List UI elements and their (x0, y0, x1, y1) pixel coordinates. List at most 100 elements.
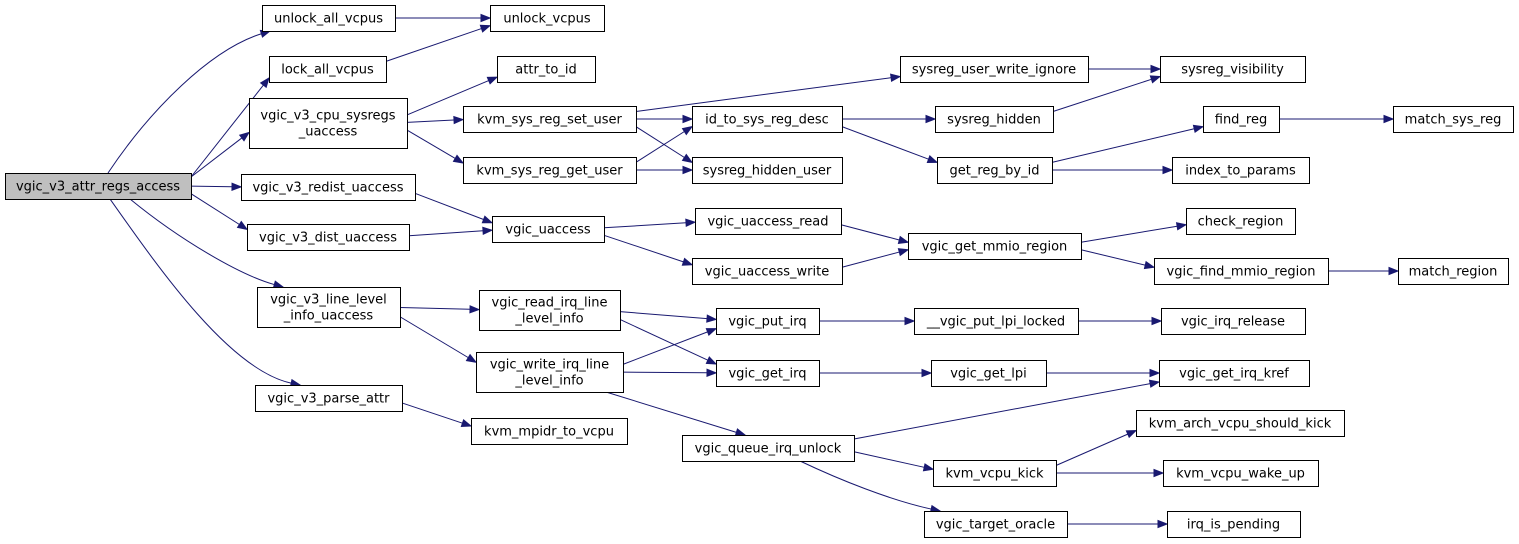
node-match-region[interactable]: match_region (1398, 258, 1509, 285)
edge-write_irq_line-to-vgic_get_irq (622, 368, 718, 378)
edge-line (841, 126, 929, 160)
node-label: vgic_put_irq (728, 315, 806, 330)
node-unlock-vcpus[interactable]: unlock_vcpus (490, 5, 605, 32)
node-vgic-uaccess-write[interactable]: vgic_uaccess_write (692, 258, 843, 285)
node-sysreg-visibility[interactable]: sysreg_visibility (1160, 56, 1306, 83)
arrowhead (236, 220, 249, 231)
arrowhead (681, 153, 694, 164)
node-box (1398, 258, 1509, 285)
node-sysreg-hidden[interactable]: sysreg_hidden (935, 106, 1054, 133)
arrowhead (231, 182, 243, 191)
node-box (682, 435, 855, 462)
edge-vgic_get_lpi-to-vgic_get_irq_kref (1046, 368, 1161, 378)
node-box (1136, 410, 1345, 437)
node-find-reg[interactable]: find_reg (1203, 106, 1280, 133)
arrowhead (460, 419, 473, 428)
node-label: match_sys_reg (1405, 113, 1502, 128)
node-box (471, 418, 628, 445)
arrowhead (897, 235, 910, 244)
node-box (692, 106, 843, 133)
edge-line (840, 224, 900, 241)
edge-get_reg_by_id-to-index_to_params (1052, 165, 1174, 175)
edge-line (619, 318, 709, 361)
node-vgic-find-mmio-region[interactable]: vgic_find_mmio_region (1154, 258, 1329, 285)
arrowhead (1157, 519, 1169, 529)
node-queue-irq-unlock[interactable]: vgic_queue_irq_unlock (682, 435, 855, 462)
node-vgic-get-irq-kref[interactable]: vgic_get_irq_kref (1159, 360, 1310, 387)
node-kvm-sys-reg-get-user[interactable]: kvm_sys_reg_get_user (463, 157, 637, 184)
arrowhead (705, 356, 718, 365)
node-label: vgic_uaccess_read (707, 215, 828, 230)
node-label: lock_all_vcpus (281, 63, 374, 78)
node-put-lpi-locked[interactable]: __vgic_put_lpi_locked (914, 308, 1079, 335)
node-parse-attr[interactable]: vgic_v3_parse_attr (255, 385, 403, 412)
node-kvm-mpidr-to-vcpu[interactable]: kvm_mpidr_to_vcpu (471, 418, 628, 445)
node-kvm-sys-reg-set-user[interactable]: kvm_sys_reg_set_user (463, 106, 637, 133)
edge-line (190, 185, 233, 188)
node-box (497, 56, 596, 83)
edges-layer (107, 13, 1400, 529)
edge-line (399, 306, 471, 310)
arrowhead (481, 215, 494, 224)
arrowhead (1151, 316, 1163, 326)
edge-vgic_target_oracle-to-irq_is_pending (1067, 519, 1169, 529)
edge-line (109, 198, 292, 384)
node-vgic-uaccess-read[interactable]: vgic_uaccess_read (695, 208, 842, 235)
node-kvm-vcpu-kick[interactable]: kvm_vcpu_kick (933, 460, 1057, 487)
arrowhead (904, 316, 916, 326)
node-box (1163, 460, 1319, 487)
node-box (1161, 308, 1306, 335)
arrowhead (1149, 75, 1162, 84)
node-vgic-get-mmio-region[interactable]: vgic_get_mmio_region (908, 233, 1082, 260)
node-vgic-target-oracle[interactable]: vgic_target_oracle (924, 511, 1068, 538)
node-label: kvm_sys_reg_set_user (477, 113, 622, 128)
node-id-to-sys-reg-desc[interactable]: id_to_sys_reg_desc (692, 106, 843, 133)
edge-kvm_sys_reg_set_user-to-sysreg_user_write_ignore (635, 73, 902, 112)
node-vgic-put-irq[interactable]: vgic_put_irq (716, 308, 820, 335)
node-sysreg-user-write-ignore[interactable]: sysreg_user_write_ignore (900, 56, 1089, 83)
node-unlock-all-vcpus[interactable]: unlock_all_vcpus (262, 5, 396, 32)
edge-line (853, 383, 1151, 440)
node-vgic-get-irq[interactable]: vgic_get_irq (716, 360, 820, 387)
node-check-region[interactable]: check_region (1186, 208, 1296, 235)
node-get-reg-by-id[interactable]: get_reg_by_id (937, 157, 1053, 184)
node-label: vgic_get_lpi (950, 367, 1027, 382)
node-line-level[interactable]: vgic_v3_line_level_info_uaccess (257, 287, 401, 328)
node-label: irq_is_pending (1187, 518, 1280, 533)
node-box (247, 224, 410, 251)
node-kvm-arch-vcpu-should-kick[interactable]: kvm_arch_vcpu_should_kick (1136, 410, 1345, 437)
arrowhead (453, 115, 465, 125)
edge-line (399, 316, 469, 359)
node-vgic-irq-release[interactable]: vgic_irq_release (1161, 308, 1306, 335)
edge-line (622, 371, 708, 374)
node-cpu-sysregs[interactable]: vgic_v3_cpu_sysregs_uaccess (249, 98, 408, 149)
node-label: _uaccess (298, 125, 358, 140)
node-read-irq-line[interactable]: vgic_read_irq_line_level_info (479, 290, 621, 331)
node-vgic-get-lpi[interactable]: vgic_get_lpi (931, 360, 1047, 387)
node-box (1203, 106, 1280, 133)
node-label: vgic_find_mmio_region (1167, 265, 1316, 280)
arrowhead (1383, 114, 1395, 124)
node-label: vgic_v3_dist_uaccess (259, 231, 397, 246)
node-vgic-uaccess[interactable]: vgic_uaccess (492, 216, 605, 243)
node-label: unlock_vcpus (503, 12, 591, 27)
node-label: vgic_irq_release (1181, 315, 1285, 330)
node-label: vgic_queue_irq_unlock (695, 442, 842, 457)
node-attr-to-id[interactable]: attr_to_id (497, 56, 596, 83)
node-index-to-params[interactable]: index_to_params (1172, 157, 1310, 184)
node-write-irq-line[interactable]: vgic_write_irq_line_level_info (476, 352, 624, 393)
edge-queue_irq_unlock-to-vgic_target_oracle (799, 460, 942, 514)
node-root[interactable]: vgic_v3_attr_regs_access (5, 173, 192, 200)
arrowhead (480, 13, 492, 23)
node-redist-uaccess[interactable]: vgic_v3_redist_uaccess (241, 174, 416, 201)
node-label: __vgic_put_lpi_locked (926, 315, 1065, 330)
node-kvm-vcpu-wake-up[interactable]: kvm_vcpu_wake_up (1163, 460, 1319, 487)
edge-put_lpi_locked-to-vgic_irq_release (1078, 316, 1163, 326)
node-dist-uaccess[interactable]: vgic_v3_dist_uaccess (247, 224, 410, 251)
arrowhead (259, 76, 270, 89)
edge-id_to_sys_reg_desc-to-get_reg_by_id (841, 126, 939, 163)
node-sysreg-hidden-user[interactable]: sysreg_hidden_user (692, 157, 843, 184)
node-irq-is-pending[interactable]: irq_is_pending (1167, 511, 1301, 538)
node-match-sys-reg[interactable]: match_sys_reg (1393, 106, 1514, 133)
node-lock-all-vcpus[interactable]: lock_all_vcpus (269, 56, 387, 83)
